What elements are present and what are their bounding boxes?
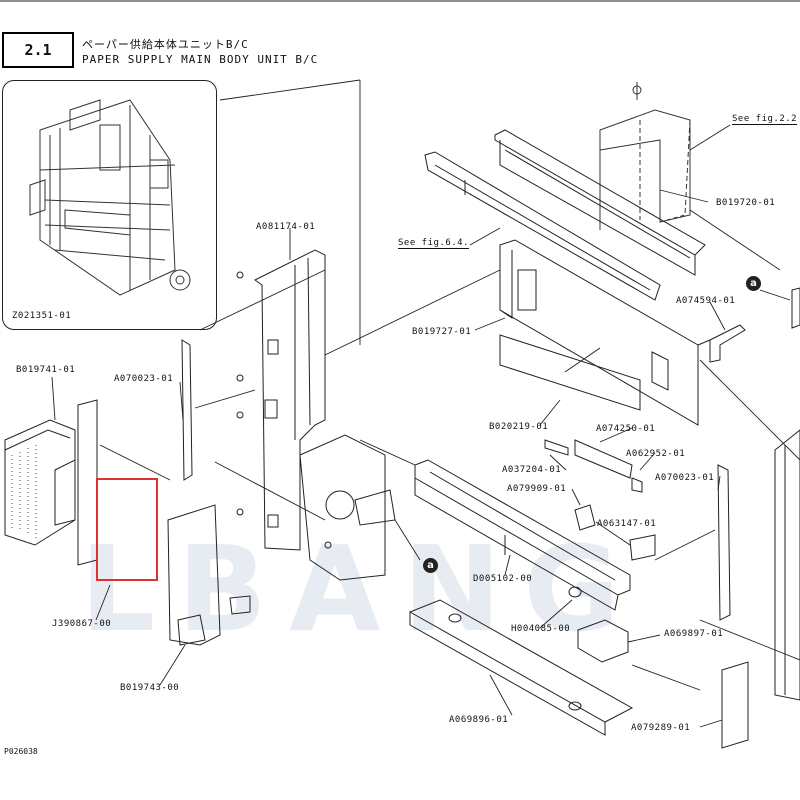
part-label-A069897-01: A069897-01	[664, 629, 724, 639]
part-label-A070023-01-right: A070023-01	[655, 473, 715, 483]
title-english: PAPER SUPPLY MAIN BODY UNIT B/C	[82, 53, 319, 66]
marker-a-upper: a	[746, 276, 761, 291]
part-label-A062952-01: A062952-01	[626, 449, 686, 459]
right-frame-part	[774, 287, 800, 701]
stud-part	[574, 504, 596, 531]
center-bracket-part	[299, 434, 396, 581]
part-label-A074594-01: A074594-01	[676, 296, 736, 306]
part-label-B019727-01: B019727-01	[412, 327, 472, 337]
part-label-D005102-00: D005102-00	[473, 574, 533, 584]
part-label-J390867-00: J390867-00	[52, 619, 112, 629]
section-number: 2.1	[2, 32, 74, 68]
part-label-B019743-00: B019743-00	[120, 683, 180, 693]
pin-part	[629, 534, 656, 561]
part-label-B019741-01: B019741-01	[16, 365, 76, 375]
channel-part	[414, 459, 631, 611]
small-bracket-part	[709, 324, 746, 363]
right-strip-part	[717, 464, 731, 621]
inset-assembly-sketch	[29, 99, 191, 296]
part-label-A079909-01: A079909-01	[507, 484, 567, 494]
leader-lines	[51, 79, 800, 728]
spring-part	[544, 439, 569, 456]
inset-frame	[2, 80, 217, 330]
figure-reference: P026038	[4, 747, 38, 756]
washer-part	[568, 586, 582, 598]
sheet-part	[499, 334, 641, 411]
clip-part	[631, 477, 643, 493]
bottom-right-plate-part	[721, 661, 749, 749]
part-label-A081174-01: A081174-01	[256, 222, 316, 232]
shaft-part	[574, 439, 633, 479]
top-rail-part	[424, 129, 706, 301]
part-label-A079289-01: A079289-01	[631, 723, 691, 733]
left-strip-part	[181, 339, 193, 481]
lower-bracket-part	[577, 619, 629, 663]
see-ref-fig-2-2[interactable]: See fig.2.2	[732, 114, 798, 125]
part-label-A037204-01: A037204-01	[502, 465, 562, 475]
part-label-A074250-01: A074250-01	[596, 424, 656, 434]
title-japanese: ペーパー供給本体ユニットB/C	[82, 38, 249, 51]
part-label-H004085-00: H004085-00	[511, 624, 571, 634]
upper-bracket-part	[599, 82, 691, 223]
cage-part	[4, 419, 76, 546]
inset-assembly-label: Z021351-01	[12, 311, 72, 321]
part-label-A069896-01: A069896-01	[449, 715, 509, 725]
part-label-A063147-01: A063147-01	[597, 519, 657, 529]
marker-a-lower: a	[423, 558, 438, 573]
highlight-box-J390867-00	[96, 478, 158, 581]
main-plate-part	[499, 239, 711, 426]
part-label-A070023-01-left: A070023-01	[114, 374, 174, 384]
see-ref-fig-6-4[interactable]: See fig.6.4.	[398, 238, 470, 249]
part-label-B019720-01: B019720-01	[716, 198, 776, 208]
vertical-frame-part	[236, 249, 326, 551]
bottom-rail-part	[408, 599, 634, 736]
part-label-B020219-01: B020219-01	[489, 422, 549, 432]
